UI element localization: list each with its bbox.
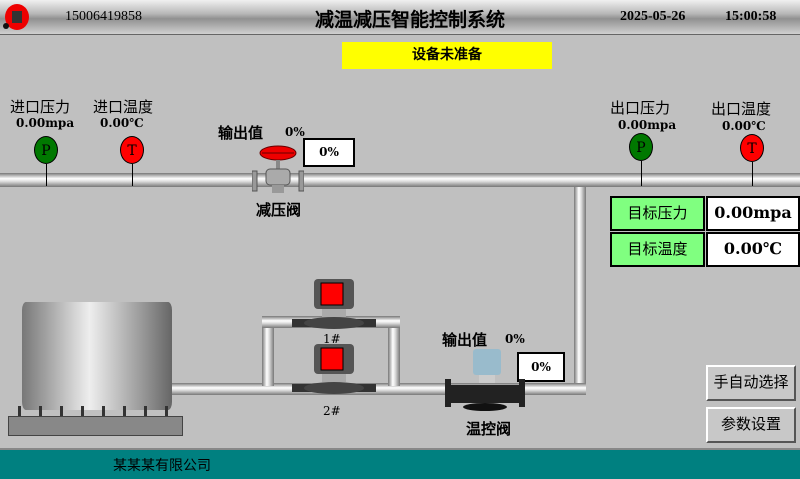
temp-valve-output-box[interactable]: 0% — [517, 352, 565, 382]
vertical-pipe — [574, 187, 586, 395]
pump-2-icon[interactable] — [292, 342, 376, 398]
parameter-settings-button[interactable]: 参数设置 — [706, 407, 796, 443]
telephone-icon[interactable] — [2, 2, 30, 32]
pressure-reducing-valve-icon[interactable] — [252, 145, 304, 193]
tank — [22, 302, 172, 410]
gauge-stem — [46, 164, 47, 186]
tank-base — [8, 416, 183, 436]
temp-valve-output-value: 0% — [505, 332, 525, 346]
target-temp-value[interactable]: 0.00℃ — [706, 232, 800, 267]
temp-valve-output-label: 输出值 — [442, 331, 488, 349]
pump-1-icon[interactable] — [292, 277, 376, 333]
target-pressure-value[interactable]: 0.00mpa — [706, 196, 800, 231]
phone-number: 15006419858 — [65, 9, 142, 24]
inlet-temp-gauge: T — [120, 136, 144, 164]
inlet-pressure-value: 0.00mpa — [16, 116, 75, 130]
pressure-valve-output-box[interactable]: 0% — [303, 138, 355, 167]
outlet-temp-value: 0.00℃ — [722, 119, 766, 133]
bypass-pipe-right — [388, 316, 400, 386]
inlet-pressure-label: 进口压力 — [10, 98, 71, 116]
bypass-pipe-left — [262, 316, 274, 386]
outlet-temp-gauge: T — [740, 134, 764, 162]
temp-valve-label: 温控阀 — [466, 420, 512, 438]
outlet-pressure-gauge: P — [629, 133, 653, 161]
main-pipe — [0, 173, 800, 187]
date: 2025-05-26 — [620, 9, 686, 24]
target-pressure-label: 目标压力 — [610, 196, 705, 231]
inlet-temp-label: 进口温度 — [93, 98, 154, 116]
time: 15:00:58 — [725, 9, 777, 24]
pump-2-label: 2# — [323, 404, 341, 418]
pump-1-label: 1# — [323, 332, 341, 346]
footer-bar: 某某某有限公司 — [0, 448, 800, 479]
inlet-temp-value: 0.00℃ — [100, 116, 144, 130]
outlet-temp-label: 出口温度 — [711, 100, 772, 118]
gauge-stem — [641, 161, 642, 186]
gauge-stem — [752, 162, 753, 186]
target-temp-label: 目标温度 — [610, 232, 705, 267]
pressure-valve-label: 减压阀 — [256, 201, 302, 219]
gauge-stem — [132, 164, 133, 186]
outlet-pressure-value: 0.00mpa — [618, 118, 677, 132]
company-name: 某某某有限公司 — [113, 458, 211, 474]
header-bar: 15006419858 减温减压智能控制系统 2025-05-26 15:00:… — [0, 0, 800, 35]
auto-manual-select-button[interactable]: 手自动选择 — [706, 365, 796, 401]
temperature-control-valve-icon[interactable] — [445, 349, 525, 411]
pressure-valve-output-label: 输出值 — [218, 124, 264, 142]
pressure-valve-output-value: 0% — [285, 125, 305, 139]
outlet-pressure-label: 出口压力 — [610, 99, 671, 117]
tank-legs — [18, 406, 168, 416]
page-title: 减温减压智能控制系统 — [314, 9, 505, 31]
inlet-pressure-gauge: P — [34, 136, 58, 164]
status-banner: 设备未准备 — [342, 42, 552, 69]
